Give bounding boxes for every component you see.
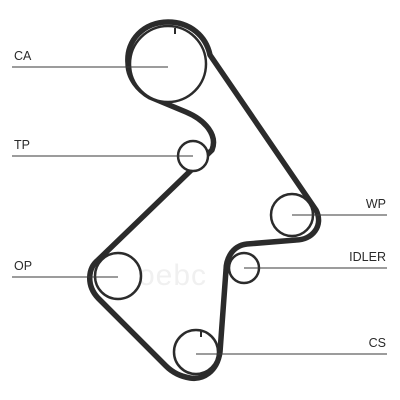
label-tp: TP [14,138,30,152]
timing-belt [87,19,322,382]
label-op: OP [14,259,32,273]
pulley-cs [172,328,220,376]
watermark-logo: oebc [138,259,207,292]
pulley-ca [128,24,208,104]
label-ca: CA [14,49,32,63]
label-cs: CS [369,336,386,350]
watermark-text: oebc [138,259,207,292]
label-wp: WP [366,197,386,211]
label-idler: IDLER [349,250,386,264]
pulley-op [93,251,143,301]
